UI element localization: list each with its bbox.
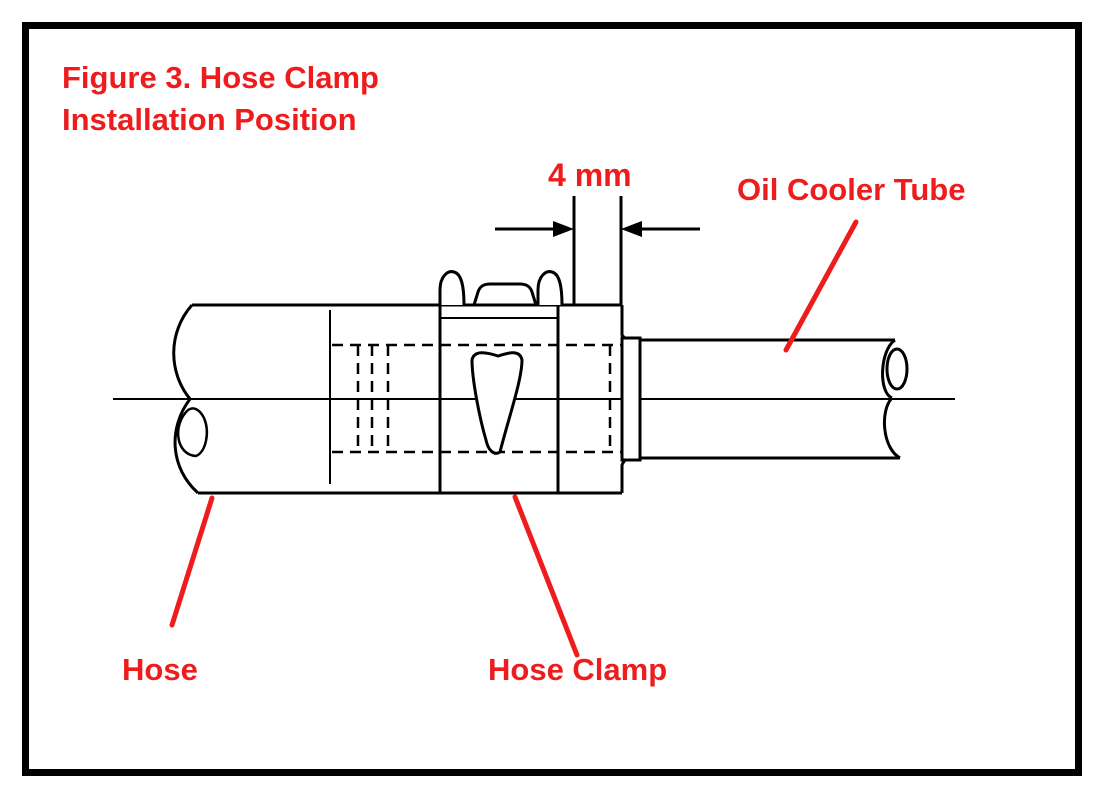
dimension-label: 4 mm: [548, 157, 632, 193]
leader-hose-clamp: [512, 494, 580, 658]
label-hose-clamp: Hose Clamp: [488, 652, 667, 687]
oil-cooler-tube: [620, 336, 909, 462]
inner-tube-hidden-lines: [332, 343, 625, 454]
leader-lines: [169, 219, 859, 658]
label-hose: Hose: [122, 652, 198, 687]
hose-clamp: [438, 270, 564, 495]
hose: [172, 303, 440, 495]
leader-hose: [169, 495, 215, 628]
leader-oil-cooler-tube: [783, 219, 859, 353]
dimension-indicator: [495, 196, 700, 305]
figure-title-line1: Figure 3. Hose Clamp: [62, 60, 379, 95]
label-oil-cooler-tube: Oil Cooler Tube: [737, 172, 966, 207]
figure-title-line2: Installation Position: [62, 102, 357, 137]
